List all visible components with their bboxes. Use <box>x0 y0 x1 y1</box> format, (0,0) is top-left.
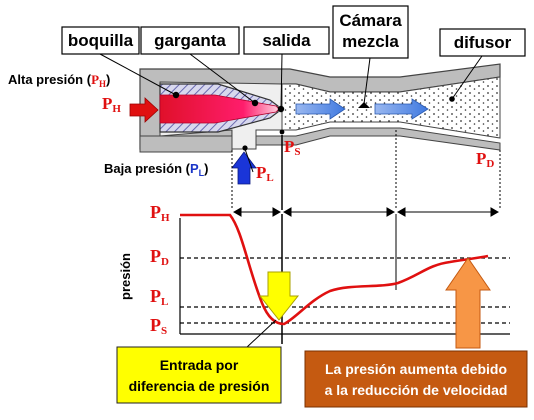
entrada-line1: Entrada por <box>160 357 239 373</box>
top-labels: boquilla garganta salida Cámara mezcla d… <box>61 5 526 110</box>
leader-salida <box>280 53 283 110</box>
note-entrada: Entrada por diferencia de presión <box>116 319 282 404</box>
aumenta-line1: La presión aumenta debido <box>325 361 507 377</box>
pressure-curve <box>180 213 489 326</box>
baja-presion-label: Baja presión (PL) <box>104 161 208 178</box>
label-camara-line2: mezcla <box>342 32 399 51</box>
box-boquilla <box>61 26 140 55</box>
dot-pl <box>242 145 248 151</box>
label-difusor: difusor <box>454 33 512 52</box>
side-labels: Alta presión (PH) PH Baja presión (PL) P… <box>8 72 494 184</box>
entrada-arrow <box>258 271 300 321</box>
graph-ylabel: presión <box>118 253 133 300</box>
dot-camara <box>358 102 370 108</box>
pd-symbol-top: PD <box>476 149 494 170</box>
label-boquilla: boquilla <box>68 31 134 50</box>
box-difusor <box>439 28 526 57</box>
label-garganta: garganta <box>154 31 226 50</box>
ph-symbol-top: PH <box>102 94 121 115</box>
section-lines <box>231 130 501 210</box>
leader-camara <box>363 57 371 105</box>
pl-symbol-top: PL <box>256 163 274 184</box>
low-pressure-inlet-arrow <box>231 151 257 185</box>
label-camara-line1: Cámara <box>339 11 402 30</box>
pressure-graph: presión PH PD PL PS <box>118 202 510 349</box>
aumenta-line2: a la reducción de velocidad <box>325 382 508 398</box>
aumenta-box <box>304 350 528 408</box>
dimension-arrows <box>232 207 500 217</box>
leader-boquilla <box>99 53 177 96</box>
tick-pd: PD <box>150 246 169 268</box>
dot-ps <box>279 129 285 135</box>
alta-presion-label: Alta presión (PH) <box>8 72 110 89</box>
box-garganta <box>140 26 240 55</box>
high-pressure-jet <box>159 94 280 124</box>
flow-arrow-2 <box>374 98 429 120</box>
tick-ps: PS <box>150 315 167 337</box>
box-salida <box>243 26 330 55</box>
leader-pl <box>244 148 254 173</box>
housing-wall-lower <box>139 135 233 153</box>
entrada-line2: diferencia de presión <box>129 378 270 394</box>
note-aumenta: La presión aumenta debido a la reducción… <box>304 350 528 408</box>
box-camara <box>332 5 409 59</box>
leader-difusor <box>451 55 483 100</box>
tick-ph: PH <box>150 202 170 224</box>
high-pressure-inlet-arrow <box>129 97 159 123</box>
tick-pl: PL <box>150 286 168 308</box>
ps-symbol-top: PS <box>284 137 301 158</box>
ejector-body <box>129 63 501 185</box>
entrada-box <box>116 346 282 404</box>
label-salida: salida <box>262 31 311 50</box>
leader-garganta <box>189 53 256 104</box>
flow-arrow-1 <box>295 98 346 120</box>
aumenta-arrow <box>445 257 491 349</box>
